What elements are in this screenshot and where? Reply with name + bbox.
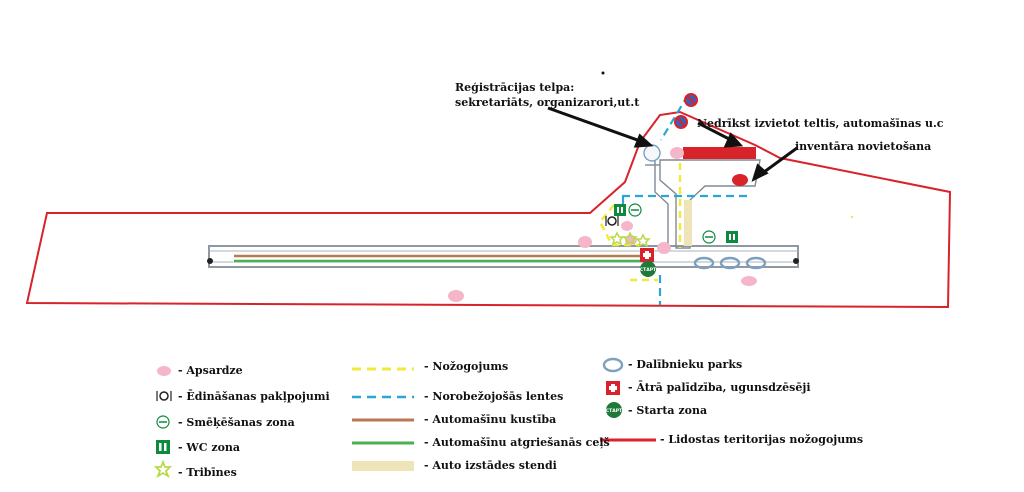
wc-icon [156,440,170,454]
callout-arrows [547,106,798,182]
legend-label-car-return: - Automašīnu atgriešanās ceļš [424,436,610,449]
restricted-area-bar [683,147,756,159]
fence-dashed [598,163,682,282]
legend-icons-col1 [153,366,173,479]
inventory-marker [732,174,748,186]
map-dot [601,71,605,75]
wc-zone-marker-1 [614,204,626,216]
legend-label-start: - Starta zona [628,404,708,417]
legend-label-fence: - Nožogojums [424,360,509,373]
first-aid-marker [640,248,654,262]
auto-stands-area [684,200,692,246]
wc-zone-marker-2 [726,231,738,243]
tribune-star [609,231,625,246]
registration-callout: Reģistrācijas telpa: sekretariāts, organ… [455,80,639,110]
no-entry-sign-1 [684,93,698,107]
first-aid-icon [606,381,620,395]
smoking-zone-marker-2 [702,230,716,244]
legend-icons-col3: СТАРТ [600,357,656,442]
park-spot [693,256,715,270]
start-zone-label: СТАРТ [640,267,657,273]
legend-label-dining: - Ēdināšanas pakļpojumi [178,390,330,403]
start-zone-marker [640,261,656,277]
inventory-callout: inventāra novietošana [795,140,932,153]
start-zone-icon: СТАРТ [606,402,623,418]
start-zone-icon-label: СТАРТ [606,408,623,414]
map-dot [850,215,854,219]
smoking-icon [156,415,170,429]
registration-detail: sekretariāts, organizarori,ut.t [455,96,640,109]
dining-icon [156,391,172,401]
legend-label-airport-fence: - Lidostas teritorijas nožogojums [660,433,864,446]
legend-label-tape: - Norobežojošās lentes [424,390,564,403]
tribune-star [635,233,651,248]
paddock-road [645,159,761,252]
tribunes [609,231,651,248]
no-tents-callout: Nedrīkst izvietot teltis, automašīnas u.… [697,117,944,130]
participant-park [693,256,767,270]
legend-label-wc: - WC zona [178,441,241,454]
security-point [741,276,757,286]
legend-label-park: - Dalībnieku parks [628,358,743,371]
security-point [657,242,671,254]
security-point [670,147,684,159]
runway-end-left [207,258,213,264]
legend-label-first-aid: - Ātrā palīdzība, ugunsdzēsēji [628,381,811,394]
legend-label-security: - Apsardze [178,364,243,377]
security-point [621,221,633,231]
smoking-zone-marker-1 [628,203,642,217]
legend-label-smoking: - Smēķēšanas zona [178,416,295,429]
tribune-star [622,231,638,246]
park-spot [745,256,767,270]
beige-bar-icon [352,461,414,471]
dining-marker-1 [605,216,619,226]
legend-icons-col2 [352,367,414,471]
legend-label-tribunes: - Tribīnes [178,466,237,479]
registration-room-marker [643,144,661,162]
blue-oval-icon [602,357,624,373]
legend-label-stands: - Auto izstādes stendi [424,459,557,472]
runway-end-right [793,258,799,264]
no-entry-sign-2 [674,115,688,129]
legend-label-car-traffic: - Automašīnu kustība [424,413,557,426]
park-spot [719,256,741,270]
registration-title: Reģistrācijas telpa: [455,81,575,94]
security-point [578,236,592,248]
security-point [448,290,464,302]
star-icon [153,459,173,479]
pink-dot-icon [157,366,171,376]
airport-fence-outline [25,110,952,309]
